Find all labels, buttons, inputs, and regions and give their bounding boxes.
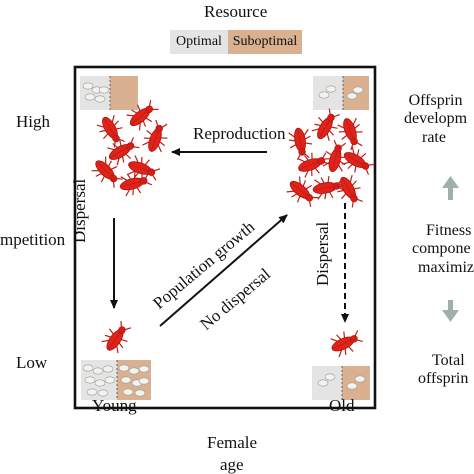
dispersal-left-label: Dispersal [70,178,89,243]
competition-high-label: High [16,112,50,131]
resource-box-top-left [80,76,138,110]
offspring-line1: Offsprin [408,92,463,109]
legend-suboptimal-label: Suboptimal [232,34,298,49]
offspring-development-rate-label: Offsprin developm rate [404,92,467,147]
beetle-cluster-young-high [88,95,173,199]
resource-box-top-right [313,76,369,110]
total-line1: Total [432,352,465,369]
arrow-up-icon [442,176,459,200]
dispersal-right-label: Dispersal [313,221,332,286]
diagram-title: Resource [204,2,268,21]
resource-box-bottom-left [81,360,151,400]
age-axis-title-line2: age [220,455,244,474]
offspring-line3: rate [422,128,446,146]
fitness-line3: maximiz [418,258,474,276]
offspring-line2: developm [404,110,468,128]
fitness-line1: Fitness [426,222,472,239]
beetle-cluster-old-high [283,105,378,212]
age-young-label: Young [92,396,137,415]
beetle-old-low [326,325,366,360]
fitness-component-label: Fitness compone maximiz [412,222,474,277]
total-offspring-label: Total offsprin [404,352,468,389]
beetle-young-low [98,317,136,357]
arrow-down-icon [442,300,459,322]
reproduction-label: Reproduction [193,124,286,143]
legend-suboptimal: Suboptimal [228,30,302,54]
age-axis-title: Female [207,433,258,452]
age-old-label: Old [329,396,355,415]
total-line2: offsprin [418,370,469,388]
diagram-frame [73,65,377,410]
legend-optimal-label: Optimal [176,34,222,49]
resource-box-bottom-right [312,366,370,400]
competition-axis-label: mpetition [0,230,66,249]
fitness-line2: compone [412,240,471,258]
population-growth-arrow [159,214,288,327]
competition-low-label: Low [16,353,48,372]
legend-optimal: Optimal [170,30,228,54]
